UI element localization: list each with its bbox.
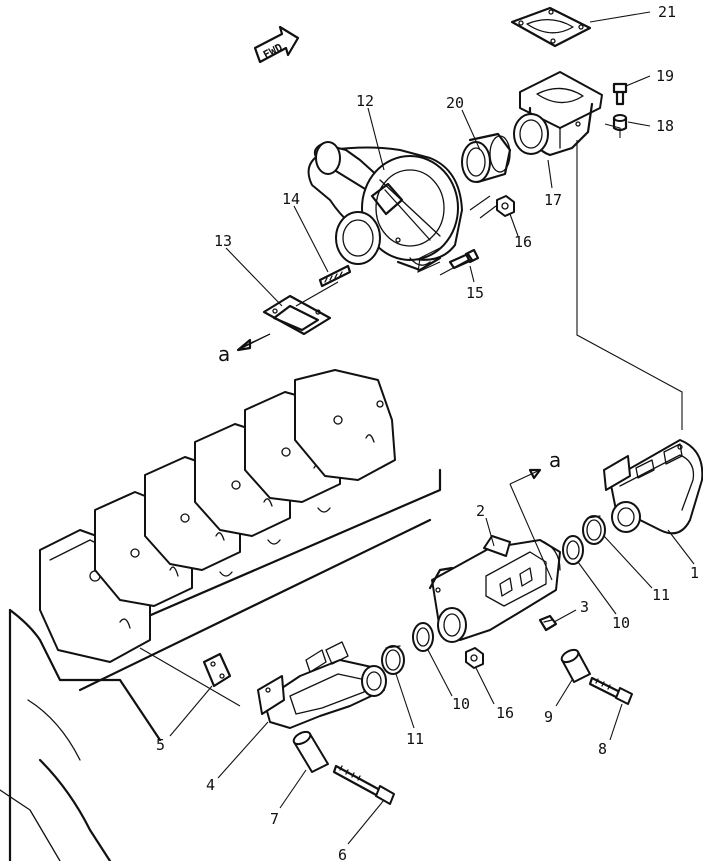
reference-label-a-upper: a	[218, 342, 230, 366]
callout-8: 8	[598, 740, 607, 758]
callout-10-front: 10	[452, 695, 470, 713]
manifold-1-icon	[603, 439, 703, 535]
gasket-21-icon	[510, 6, 592, 48]
spacer-7-icon	[292, 730, 329, 773]
callout-17: 17	[544, 191, 562, 209]
callout-4: 4	[206, 776, 215, 794]
manifold-2-icon	[428, 535, 561, 643]
callout-20: 20	[446, 94, 464, 112]
callout-21: 21	[658, 3, 676, 21]
callout-14: 14	[282, 190, 300, 208]
seal-ring-10-rear-icon	[562, 535, 584, 565]
connector-20-icon	[461, 132, 512, 184]
bolt-6-icon	[332, 764, 395, 805]
reference-arrow-a-upper: a	[218, 333, 271, 366]
bolt-15-icon	[448, 248, 480, 270]
callout-11-front: 11	[406, 730, 424, 748]
callout-16-upper: 16	[514, 233, 532, 251]
callout-12: 12	[356, 92, 374, 110]
clamp-11-rear-icon	[582, 515, 606, 545]
gasket-13-icon	[262, 294, 332, 336]
turbocharger-12-icon	[307, 141, 463, 272]
callout-5: 5	[156, 736, 165, 754]
callout-18: 18	[656, 117, 674, 135]
clamp-11-front-icon	[381, 645, 405, 675]
callout-19: 19	[656, 67, 674, 85]
manifold-4-icon	[257, 641, 387, 729]
reference-label-a-lower: a	[549, 448, 561, 472]
fwd-arrow-icon: FWD	[253, 25, 300, 64]
nut-16-upper-icon	[496, 195, 515, 217]
engine-block-icon	[0, 468, 442, 861]
gasket-5-icon	[202, 652, 232, 688]
callout-1: 1	[690, 564, 699, 582]
stud-14-icon	[318, 264, 352, 288]
callout-2: 2	[476, 502, 485, 520]
spacer-9-icon	[560, 648, 591, 683]
callout-16-lower: 16	[496, 704, 514, 722]
callout-9: 9	[544, 708, 553, 726]
callout-7: 7	[270, 810, 279, 828]
bolt-19-icon	[612, 82, 628, 106]
reference-arrow-a-lower: a	[509, 448, 561, 581]
callout-3: 3	[580, 598, 589, 616]
outlet-elbow-17-icon	[513, 71, 603, 157]
callout-6: 6	[338, 846, 347, 861]
leader-lines	[169, 11, 695, 845]
callout-10-rear: 10	[612, 614, 630, 632]
nut-16-lower-icon	[465, 647, 484, 669]
callout-13: 13	[214, 232, 232, 250]
seal-ring-10-front-icon	[412, 622, 434, 652]
callout-labels: 21 19 18 12 20 17 14 13 16 15 1 11 10 2 …	[156, 3, 699, 861]
bolt-8-icon	[588, 676, 633, 705]
plug-3-icon	[538, 614, 558, 632]
cylinder-head-6-icon	[294, 369, 396, 481]
callout-11-rear: 11	[652, 586, 670, 604]
callout-15: 15	[466, 284, 484, 302]
